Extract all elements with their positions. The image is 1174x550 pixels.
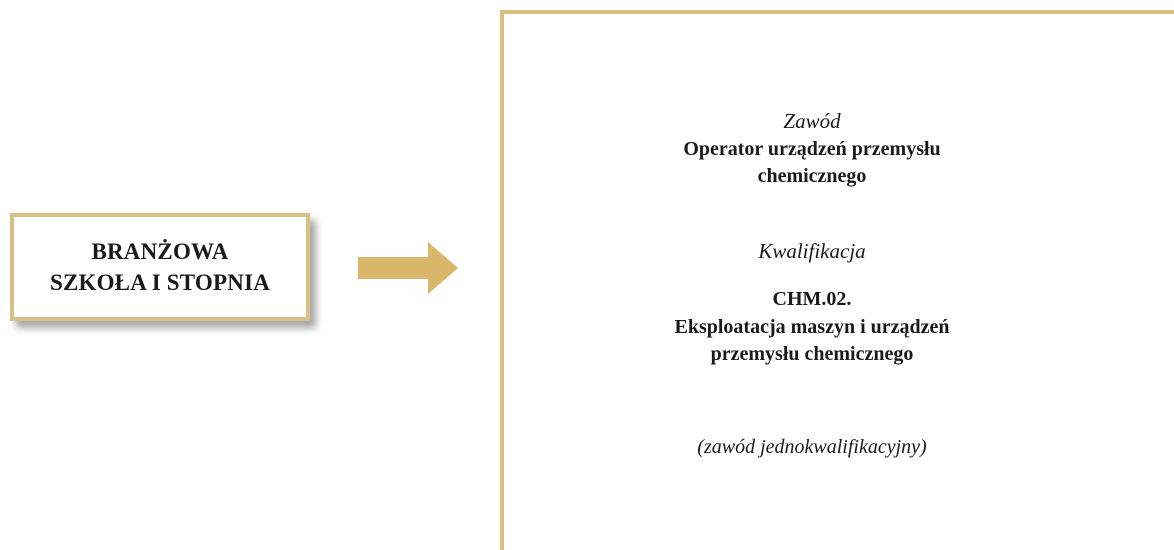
qualification-caption: Kwalifikacja	[758, 239, 866, 263]
profession-name: Operator urządzeń przemysłu chemicznego	[683, 138, 941, 187]
school-level-box: BRANŻOWA SZKOŁA I STOPNIA	[10, 213, 310, 321]
school-level-label: BRANŻOWA SZKOŁA I STOPNIA	[49, 239, 271, 295]
qualification-code: CHM.02.	[772, 288, 852, 310]
qualification-panel: Zawód Operator urządzeń przemysłu chemic…	[500, 10, 1174, 550]
qualification-name: Eksploatacja maszyn i urządzeń przemysłu…	[674, 316, 950, 365]
arrow-right-icon	[358, 242, 458, 294]
profession-caption: Zawód	[783, 109, 841, 133]
profession-note: (zawód jednokwalifikacyjny)	[697, 436, 927, 458]
